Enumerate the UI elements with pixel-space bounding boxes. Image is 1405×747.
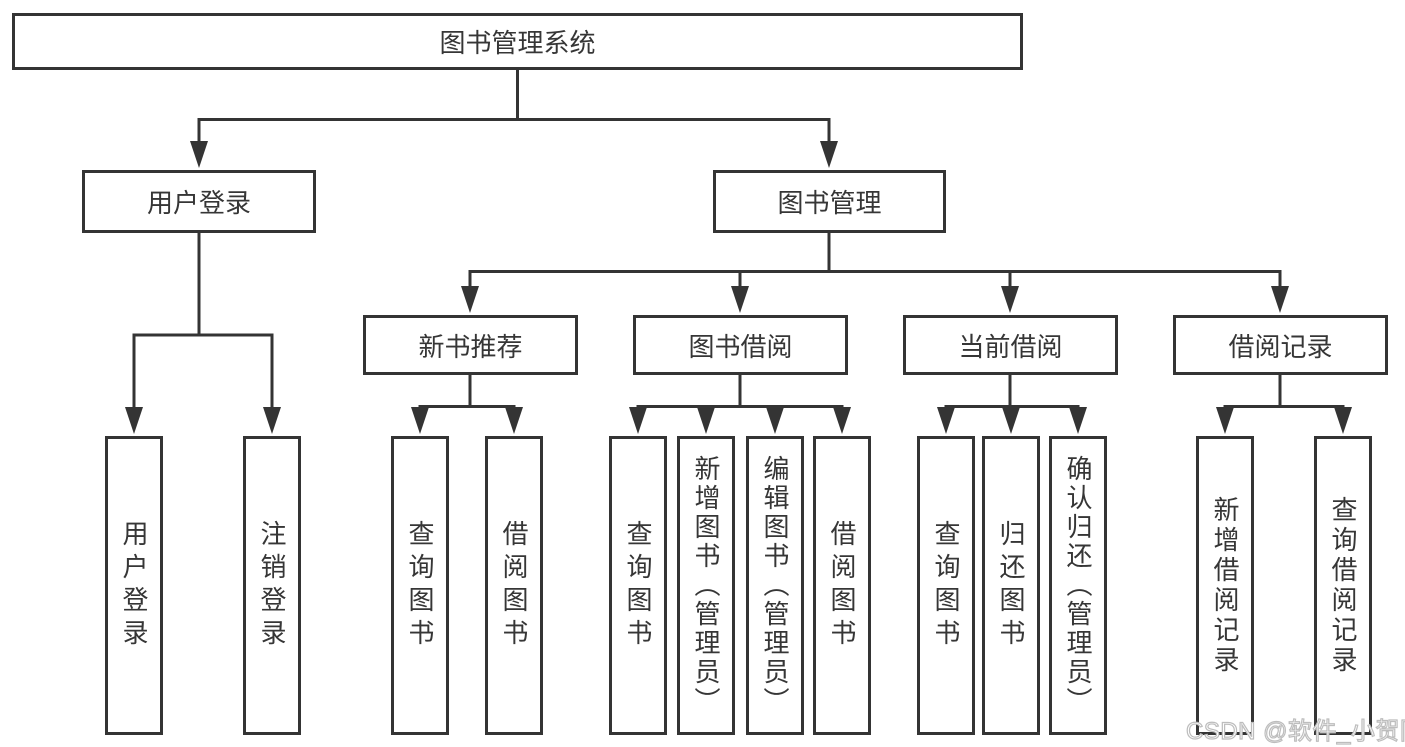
leaf-bb-edit-book-admin-label: 编辑图书（管理员） — [760, 455, 790, 716]
node-borrowing-records: 借阅记录 — [1173, 315, 1388, 375]
node-new-book-recommend: 新书推荐 — [363, 315, 578, 375]
node-book-borrowing-label: 图书借阅 — [688, 331, 793, 362]
leaf-bb-add-book-admin-label: 新增图书（管理员） — [691, 455, 721, 716]
leaf-user-login-label: 用户登录 — [119, 519, 149, 652]
node-book-borrowing: 图书借阅 — [633, 315, 848, 375]
leaf-bb-borrow-book-label: 借阅图书 — [827, 519, 857, 652]
node-book-management: 图书管理 — [713, 170, 946, 233]
watermark-csdn: CSDN @软件_小贺同学 — [1185, 717, 1405, 745]
leaf-br-add-record: 新增借阅记录 — [1196, 436, 1254, 735]
node-borrowing-records-label: 借阅记录 — [1228, 331, 1333, 362]
arrowheads — [125, 141, 1352, 434]
node-user-login-label: 用户登录 — [146, 188, 251, 218]
node-new-book-recommend-label: 新书推荐 — [418, 331, 523, 362]
node-current-borrowing: 当前借阅 — [903, 315, 1118, 375]
leaf-cb-query-book: 查询图书 — [917, 436, 975, 735]
node-library-management-system: 图书管理系统 — [12, 13, 1023, 70]
leaf-cb-query-book-label: 查询图书 — [931, 519, 961, 652]
leaf-cb-confirm-return-admin: 确认归还（管理员） — [1049, 436, 1107, 735]
leaf-bb-query-book: 查询图书 — [609, 436, 667, 735]
node-user-login: 用户登录 — [82, 170, 316, 233]
leaf-nb-query-book: 查询图书 — [391, 436, 449, 735]
leaf-cb-return-book-label: 归还图书 — [996, 519, 1026, 652]
node-library-management-system-label: 图书管理系统 — [439, 28, 596, 58]
node-book-management-label: 图书管理 — [777, 188, 882, 218]
leaf-br-query-record-label: 查询借阅记录 — [1328, 495, 1358, 676]
leaf-br-add-record-label: 新增借阅记录 — [1210, 495, 1240, 676]
node-current-borrowing-label: 当前借阅 — [958, 331, 1063, 362]
leaf-nb-borrow-book: 借阅图书 — [485, 436, 543, 735]
leaf-br-query-record: 查询借阅记录 — [1314, 436, 1372, 735]
leaf-logout: 注销登录 — [243, 436, 301, 735]
leaf-bb-borrow-book: 借阅图书 — [813, 436, 871, 735]
leaf-cb-return-book: 归还图书 — [982, 436, 1040, 735]
leaf-user-login: 用户登录 — [105, 436, 163, 735]
leaf-bb-add-book-admin: 新增图书（管理员） — [677, 436, 735, 735]
leaf-bb-edit-book-admin: 编辑图书（管理员） — [746, 436, 804, 735]
leaf-logout-label: 注销登录 — [257, 519, 287, 652]
leaf-nb-query-book-label: 查询图书 — [405, 519, 435, 652]
leaf-nb-borrow-book-label: 借阅图书 — [499, 519, 529, 652]
leaf-bb-query-book-label: 查询图书 — [623, 519, 653, 652]
leaf-cb-confirm-return-admin-label: 确认归还（管理员） — [1063, 455, 1093, 716]
